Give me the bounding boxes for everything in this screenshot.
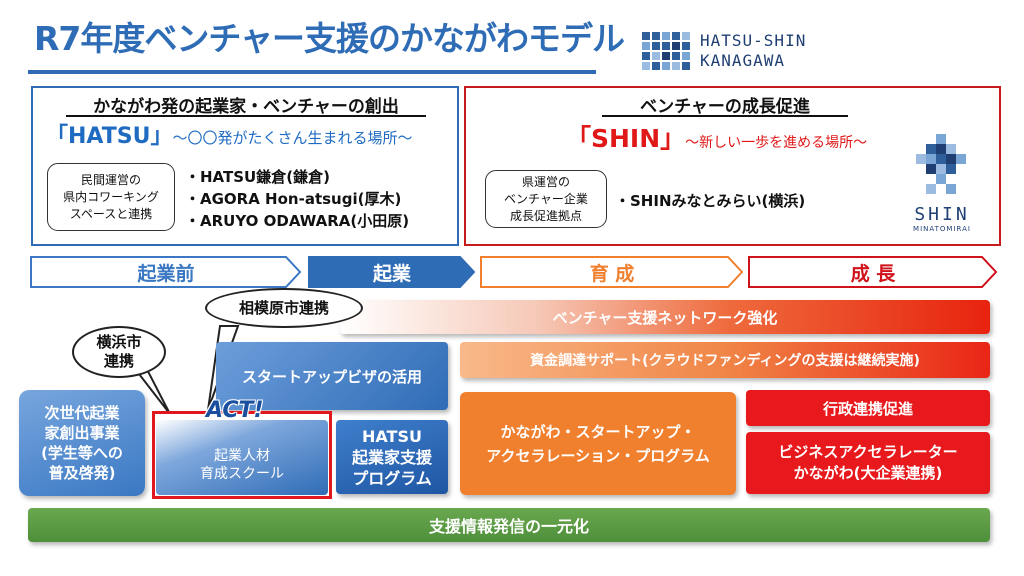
shin-note-line: 県運営の [521,174,570,189]
sagamihara-bubble: 相模原市連携 [205,288,363,328]
hatsu-heading: かながわ発の起業家・ベンチャーの創出 [93,97,399,117]
shin-mosaic-icon [916,134,966,194]
hatsu-shin-logo-text: HATSU-SHIN KANAGAWA [700,31,806,71]
stage-arrow-shape [30,256,302,288]
hatsu-location-atsugi: ・AGORA Hon-atsugi(厚木) [185,190,402,208]
shin-location: ・SHINみなとみらい(横浜) [615,192,806,210]
school-line: 育成スクール [200,465,284,482]
shin-brand-line: 「SHIN」～新しい一歩を進める場所～ [566,119,867,155]
hatsu-shin-mosaic-icon [642,32,690,70]
stage-arrow-shape [748,256,998,288]
nextgen-line: (学生等への [41,444,123,462]
yokohama-bubble-line: 連携 [103,352,134,370]
hatsu-note-line: スペースと連携 [69,206,153,221]
stage-startup: 起業 [308,256,476,288]
stage-label: 成 長 [850,262,896,285]
shin-logo-text: SHIN [914,204,970,225]
shin-logo-subtext: MINATOMIRAI [913,225,971,233]
logo-line-1: HATSU-SHIN [700,31,807,50]
title-underline [28,70,596,74]
biz-line: かながわ(大企業連携) [793,464,943,482]
entrepreneur-school-box: 起業人材 育成スクール [156,420,328,495]
logo-line-2: KANAGAWA [700,51,786,70]
hatsu-shin-logo [640,28,822,78]
business-accelerator-box: ビジネスアクセラレーター かながわ(大企業連携) [746,432,990,494]
hatsu-location-kamakura: ・HATSU鎌倉(鎌倉) [185,168,330,186]
hatsu-entrepreneur-program-box: HATSU 起業家支援 プログラム [336,420,448,494]
nextgen-line: 普及啓発) [48,464,116,482]
accel-line: アクセラレーション・プログラム [486,446,710,465]
government-collaboration-box: 行政連携促進 [746,390,990,426]
hatsu-tagline: ～〇〇発がたくさん生まれる場所～ [172,129,413,147]
hatsu-locations: ・HATSU鎌倉(鎌倉) ・AGORA Hon-atsugi(厚木) ・ARUY… [185,166,409,232]
stage-label: 起業 [372,262,411,285]
kanagawa-accelerator-box: かながわ・スタートアップ・ アクセラレーション・プログラム [460,392,736,495]
stage-arrow-shape [308,256,476,288]
nextgen-line: 家創出事業 [44,424,120,442]
shin-note-line: 成長促進拠点 [509,208,582,223]
hatsu-brand-line: 「HATSU」～〇〇発がたくさん生まれる場所～ [46,118,412,150]
stage-growth: 育 成 [480,256,744,288]
shin-heading: ベンチャーの成長促進 [640,97,810,117]
hatsu-note-line: 県内コワーキング [63,189,159,204]
school-line: 起業人材 [214,447,270,464]
yokohama-bubble: 横浜市 連携 [72,326,166,378]
hatsu-program-line: 起業家支援 [351,447,432,467]
hatsu-note-box: 民間運営の 県内コワーキング スペースと連携 [47,163,175,231]
nextgen-line: 次世代起業 [44,404,120,422]
accel-line: かながわ・スタートアップ・ [500,422,696,441]
hatsu-note-line: 民間運営の [80,172,141,187]
network-bar: ベンチャー支援ネットワーク強化 [340,300,990,334]
hatsu-program-line: HATSU [362,426,422,446]
shin-tagline: ～新しい一歩を進める場所～ [685,135,868,151]
biz-line: ビジネスアクセラレーター [778,443,958,461]
shin-brand: 「SHIN」 [566,124,686,153]
shin-logo: SHIN MINATOMIRAI [906,132,978,240]
hatsu-heading-underline [66,115,426,117]
stage-expansion: 成 長 [748,256,998,288]
hatsu-brand: 「HATSU」 [46,124,173,149]
hatsu-location-odawara: ・ARUYO ODAWARA(小田原) [185,212,410,230]
yokohama-bubble-line: 横浜市 [96,333,142,351]
hatsu-program-line: プログラム [352,468,432,488]
info-unification-bar: 支援情報発信の一元化 [28,508,990,542]
stage-arrow-shape [480,256,744,288]
next-generation-entrepreneur-box: 次世代起業 家創出事業 (学生等への 普及啓発) [19,390,145,496]
shin-note-box: 県運営の ベンチャー企業 成長促進拠点 [485,170,607,228]
page-title: R7年度ベンチャー支援のかながわモデル [34,19,625,58]
stage-label: 起業前 [137,262,195,285]
shin-note-line: ベンチャー企業 [504,191,588,206]
act-logo: ACT! [206,398,264,423]
startup-visa-box: スタートアップビザの活用 [216,342,448,410]
stage-pre-startup: 起業前 [30,256,302,288]
funding-bar: 資金調達サポート(クラウドファンディングの支援は継続実施) [460,342,990,378]
shin-heading-underline [602,115,848,117]
stage-label: 育 成 [589,262,635,285]
